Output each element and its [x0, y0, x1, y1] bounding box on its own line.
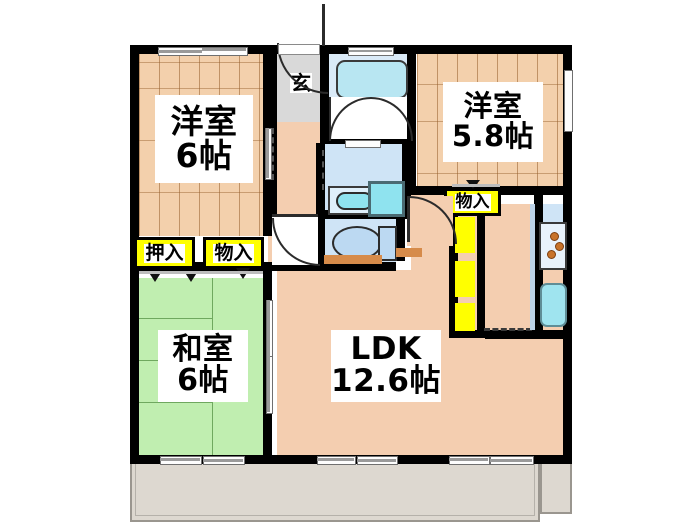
kitchen-wall-shadow — [530, 204, 535, 330]
label-yoshitsu-6-size: 6帖 — [175, 136, 233, 175]
wall-toilet-bottom — [316, 262, 396, 271]
window-ldk-bottom-4-sash — [490, 459, 532, 462]
window-yoshitsu6-top-sash — [158, 50, 202, 53]
genkan-door-opening — [278, 44, 320, 55]
closet-tag-mononire-kitchen-label: 物入 — [454, 191, 491, 212]
kitchen-sink-icon — [540, 283, 567, 327]
sliding-door-washitsu-ldk-sash — [267, 300, 270, 356]
balcony-inner-line — [135, 464, 535, 516]
closet-door-track-kitchen — [452, 184, 500, 187]
label-ldk-size: 12.6帖 — [331, 363, 441, 399]
wall-kitchen-bottom — [485, 330, 572, 339]
window-washitsu-bottom-2-sash — [203, 459, 243, 462]
stove-burner-1 — [550, 232, 559, 241]
toilet-door-leaf — [272, 214, 318, 217]
closet-tag-oshiire-label: 押入 — [144, 241, 185, 264]
toilet-threshold-right — [396, 248, 422, 257]
window-washroom-top — [345, 140, 381, 148]
closet-body-kitchen-1 — [455, 217, 475, 253]
closet-door-mark-1 — [148, 271, 162, 282]
label-washitsu-size: 6帖 — [177, 363, 229, 398]
ldk-door-leaf — [407, 196, 410, 242]
wall-yoshitsu58-left — [407, 54, 416, 195]
toilet-threshold — [324, 255, 382, 264]
wall-kitchen-storage-right — [477, 195, 485, 338]
wall-washroom-right — [402, 143, 411, 215]
wall-toilet-right — [396, 219, 405, 258]
room-ldk-floor-upper — [464, 204, 530, 339]
closet-tag-mononire-washitsu-label: 物入 — [213, 241, 254, 264]
closet-tag-oshiire: 押入 — [134, 237, 195, 269]
genkan-door-leaf — [322, 4, 325, 46]
sliding-door-washitsu-ldk-sash-2 — [267, 356, 270, 412]
balcony-outline-right — [540, 464, 572, 514]
corridor-opening-dashes — [272, 128, 274, 180]
label-yoshitsu-6: 洋室 6帖 — [155, 95, 253, 183]
label-ldk: LDK 12.6帖 — [331, 330, 441, 402]
tatami-seam-h1 — [139, 318, 213, 319]
window-ldk-bottom-3-sash — [449, 458, 488, 461]
wall-washroom-left — [316, 143, 325, 215]
window-yoshitsu6-top-sash2 — [202, 48, 246, 51]
window-ldk-bottom-2-sash — [357, 459, 396, 462]
label-yoshitsu-58-name: 洋室 — [463, 89, 523, 124]
toilet-tank-icon — [378, 226, 397, 261]
bath-door-leaf — [329, 97, 331, 139]
label-yoshitsu-58: 洋室 5.8帖 — [443, 82, 543, 162]
wall-kitchen-right-strip — [534, 195, 543, 338]
stove-burner-2 — [555, 242, 564, 251]
kitchen-counter-dashed-edge — [484, 328, 532, 331]
label-ldk-name: LDK — [350, 331, 422, 368]
closet-tag-mononire-washitsu: 物入 — [203, 237, 264, 269]
closet-door-mark-2 — [184, 271, 198, 282]
closet-tag-mononire-kitchen: 物入 — [444, 188, 501, 216]
wall-ldk-top-left — [268, 262, 324, 271]
window-washitsu-bottom-1-sash — [160, 458, 200, 461]
closet-body-kitchen-3 — [455, 303, 475, 331]
balcony-outline — [130, 464, 540, 522]
label-washitsu: 和室 6帖 — [158, 330, 248, 402]
toilet-bowl-icon — [332, 226, 382, 260]
wall-toilet-left — [316, 219, 325, 271]
exterior-wall-right — [563, 45, 572, 464]
closet-door-track-washitsu — [139, 271, 263, 274]
bathtub-icon — [336, 60, 408, 99]
window-yoshitsu58-right — [564, 70, 573, 132]
wall-kitchen-storage-bottom — [449, 330, 485, 338]
closet-body-kitchen-2 — [455, 261, 475, 297]
sliding-door-yoshitsu6-corridor-sash — [266, 128, 269, 178]
washing-machine-pan-icon — [368, 181, 405, 217]
balcony-notch — [130, 464, 540, 522]
washroom-left-opening — [322, 150, 324, 190]
label-yoshitsu-58-size: 5.8帖 — [451, 119, 535, 153]
label-yoshitsu-6-name: 洋室 — [170, 102, 238, 142]
gas-stove-icon — [539, 222, 567, 270]
wall-bath-left — [320, 122, 329, 144]
window-bath-top-sash — [348, 50, 392, 52]
wall-kitchen-storage-left — [449, 195, 458, 338]
label-washitsu-name: 和室 — [172, 332, 234, 368]
stove-burner-3 — [547, 250, 556, 259]
window-ldk-bottom-1-sash — [317, 458, 354, 461]
tatami-seam-h2 — [139, 402, 213, 403]
